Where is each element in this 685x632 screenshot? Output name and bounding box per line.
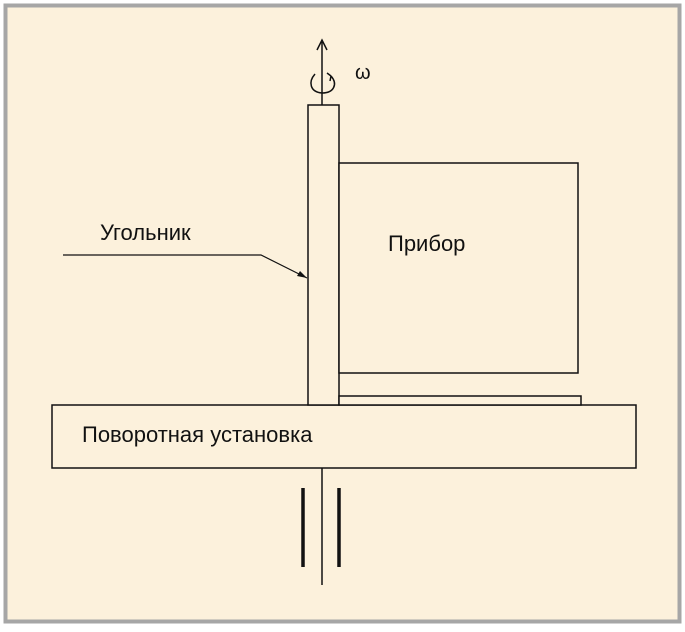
device-body	[338, 162, 579, 374]
device-base-plate	[338, 395, 582, 406]
turntable-body	[51, 404, 637, 469]
turntable-label: Поворотная установка	[82, 422, 313, 447]
omega-label: ω	[355, 62, 371, 84]
curved-rotation-arrow-icon	[310, 73, 336, 94]
angle-bracket-post	[307, 104, 340, 406]
device-label: Прибор	[388, 231, 465, 256]
angle-bracket-label: Угольник	[100, 220, 191, 245]
leader-arrowhead	[297, 271, 307, 278]
rotation-arrowhead	[326, 72, 332, 82]
arrow-up-icon	[316, 38, 328, 51]
angle-bracket-leader-line	[63, 254, 308, 279]
